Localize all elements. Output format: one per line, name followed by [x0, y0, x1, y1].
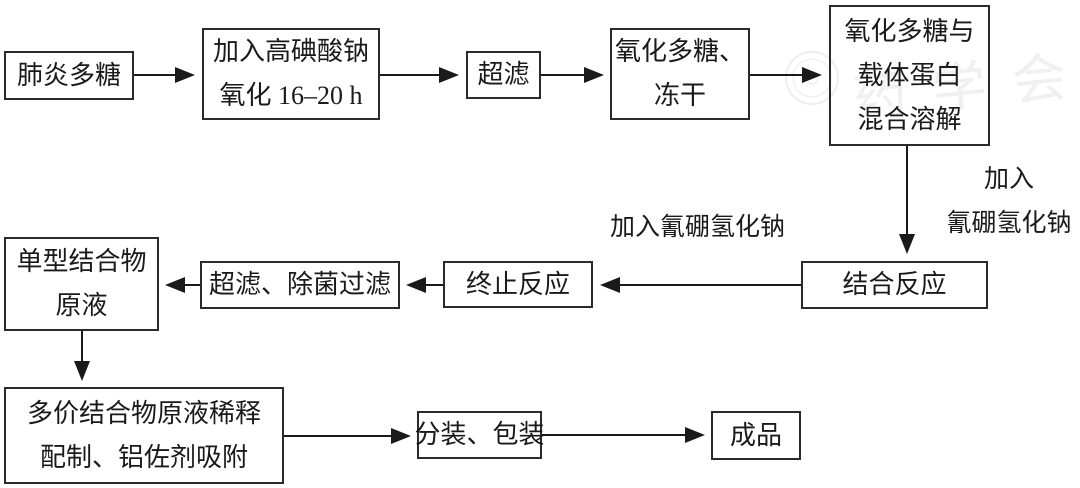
node-stop-reaction: 终止反应 [443, 261, 593, 308]
node-periodate-oxidation: 加入高碘酸钠 氧化 16–20 h [202, 28, 380, 120]
node-ultrafiltration-1: 超滤 [466, 51, 541, 99]
node-label: 肺炎多糖 [16, 60, 121, 90]
node-label: 超滤、除菌过滤 [208, 270, 391, 299]
node-label-line1: 氧化多糖、 [614, 37, 745, 66]
node-ultrafiltration-sterile: 超滤、除菌过滤 [200, 261, 400, 309]
label-add-cyanoborohydride-vertical: 加入 氰硼氢化钠 [940, 158, 1078, 246]
node-label: 超滤 [477, 60, 530, 89]
label-line2: 氰硼氢化钠 [946, 210, 1072, 237]
node-label: 成品 [729, 420, 782, 450]
node-label-line1: 单型结合物 [16, 247, 147, 276]
node-label-line2: 原液 [55, 291, 108, 320]
node-label-line2: 氧化 16–20 h [219, 81, 363, 110]
node-mix-dissolve: 氧化多糖与 载体蛋白 混合溶解 [829, 5, 990, 146]
node-label-line1: 氧化多糖与 [844, 16, 975, 46]
node-label-line2: 配制、铝佐剂吸附 [39, 442, 248, 472]
node-oxidized-ps-lyophilize: 氧化多糖、 冻干 [610, 28, 750, 120]
node-label: 分装、包装 [414, 420, 545, 449]
label-line1: 加入 [983, 166, 1034, 193]
node-label-line2: 冻干 [653, 81, 706, 110]
node-monovalent-conjugate-bulk: 单型结合物 原液 [4, 237, 159, 331]
node-label: 终止反应 [465, 269, 570, 299]
node-label-line1: 多价结合物原液稀释 [26, 398, 261, 428]
node-conjugation-reaction: 结合反应 [801, 261, 988, 309]
node-pneumonia-polysaccharide: 肺炎多糖 [4, 51, 134, 100]
node-multivalent-bulk-adsorb: 多价结合物原液稀释 配制、铝佐剂吸附 [4, 387, 284, 484]
label-add-cyanoborohydride-horizontal: 加入氰硼氢化钠 [609, 214, 785, 241]
node-fill-package: 分装、包装 [414, 411, 545, 459]
node-final-product: 成品 [711, 411, 801, 460]
node-label: 结合反应 [842, 270, 947, 299]
node-label-line3: 混合溶解 [857, 104, 962, 134]
node-label-line1: 加入高碘酸钠 [212, 37, 369, 66]
node-label-line2: 载体蛋白 [857, 60, 962, 90]
